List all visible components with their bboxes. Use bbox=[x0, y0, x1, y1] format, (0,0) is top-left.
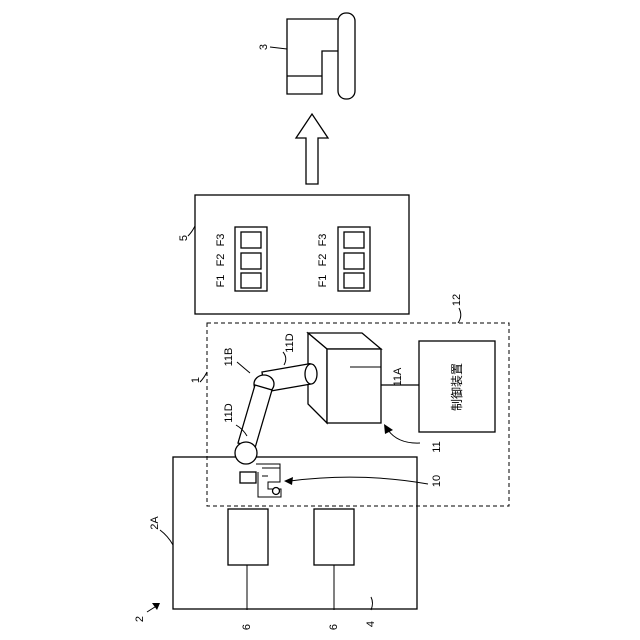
leader-4 bbox=[371, 597, 373, 610]
display-box bbox=[195, 195, 409, 314]
frame-left-f1 bbox=[241, 273, 261, 288]
label-2: 2 bbox=[134, 616, 146, 622]
frame-right-f1 bbox=[344, 273, 364, 288]
arrow-11 bbox=[388, 430, 420, 443]
label-10: 10 bbox=[431, 475, 443, 487]
arm-joint-lower bbox=[235, 442, 257, 464]
frame-right-f2 bbox=[344, 253, 364, 269]
leader-5 bbox=[188, 226, 195, 236]
frame-label-right-f2: F2 bbox=[317, 254, 329, 267]
label-3: 3 bbox=[258, 44, 270, 50]
arm-link-lower bbox=[238, 385, 272, 448]
user-head-strap bbox=[338, 13, 355, 99]
arrow-10 bbox=[290, 477, 428, 484]
arrow-11-head bbox=[384, 424, 393, 434]
controller-label: 制御装置 bbox=[449, 363, 464, 411]
hand-wrist-joint bbox=[273, 488, 280, 495]
label-11a: 11A bbox=[392, 367, 404, 386]
label-2-arrow-head bbox=[152, 603, 160, 610]
object-box-left bbox=[228, 509, 268, 565]
user-headset-body bbox=[287, 19, 338, 94]
output-arrow bbox=[296, 114, 328, 184]
frame-group-left bbox=[235, 227, 267, 291]
frame-label-left-f2: F2 bbox=[215, 254, 227, 267]
hand-sensor bbox=[240, 472, 256, 483]
frame-label-right-f1: F1 bbox=[317, 275, 329, 288]
label-11b: 11B bbox=[223, 348, 235, 367]
label-6-left: 6 bbox=[241, 624, 253, 630]
label-6-right: 6 bbox=[328, 624, 340, 630]
frame-right-f3 bbox=[344, 232, 364, 248]
leader-2a bbox=[160, 530, 173, 545]
frame-label-left-f3: F3 bbox=[215, 234, 227, 247]
label-11: 11 bbox=[431, 441, 443, 452]
label-4: 4 bbox=[365, 621, 377, 627]
label-1: 1 bbox=[190, 377, 202, 383]
arm-link-upper-end bbox=[305, 364, 317, 384]
leader-12 bbox=[458, 308, 461, 323]
frame-left-f3 bbox=[241, 232, 261, 248]
leader-11d-upper bbox=[283, 352, 286, 365]
base-front-face bbox=[327, 349, 381, 423]
label-11d-lower: 11D bbox=[223, 403, 235, 422]
label-11d-upper: 11D bbox=[284, 333, 296, 352]
arrow-10-head bbox=[284, 477, 293, 485]
environment-box bbox=[173, 457, 417, 609]
frame-label-right-f3: F3 bbox=[317, 234, 329, 247]
label-2a: 2A bbox=[149, 516, 161, 530]
leader-3 bbox=[270, 47, 287, 49]
frame-label-left-f1: F1 bbox=[215, 275, 227, 288]
label-5: 5 bbox=[178, 235, 190, 241]
object-box-right bbox=[314, 509, 354, 565]
frame-group-right bbox=[338, 227, 370, 291]
label-12: 12 bbox=[451, 294, 463, 306]
frame-left-f2 bbox=[241, 253, 261, 269]
leader-11b bbox=[237, 362, 250, 373]
